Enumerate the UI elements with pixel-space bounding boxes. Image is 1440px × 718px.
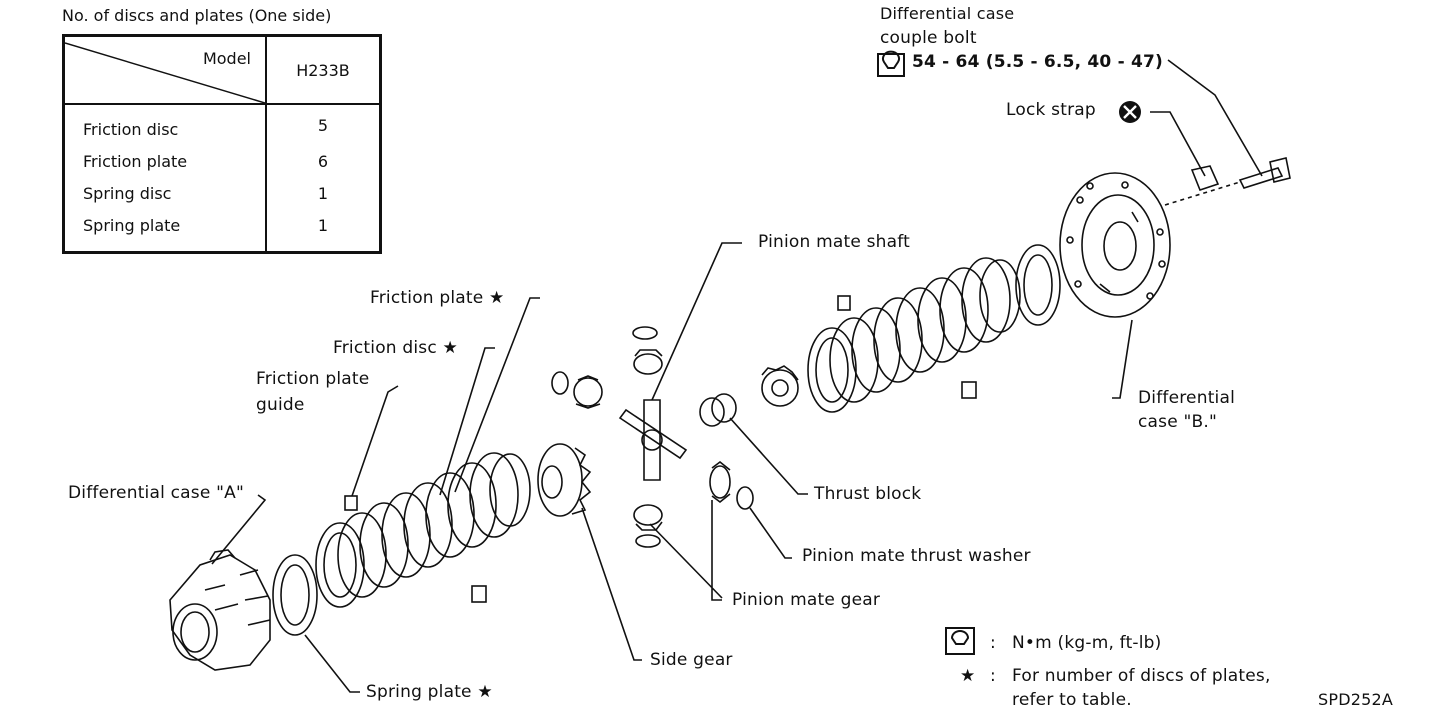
couple-bolt-part <box>1238 157 1291 189</box>
legend-torque-icon <box>945 627 975 655</box>
pinion-washer-part <box>736 486 754 510</box>
pinion-gear-bottom <box>633 504 663 531</box>
pinion-mate-gear-label: Pinion mate gear <box>732 590 881 610</box>
washer-part <box>551 371 569 395</box>
side-gear-label: Side gear <box>650 650 733 670</box>
star-icon: ★ <box>489 288 505 308</box>
pinion-mate-shaft-part <box>618 399 688 481</box>
legend-star-colon: : <box>990 666 996 686</box>
torque-value-label: 54 - 64 (5.5 - 6.5, 40 - 47) <box>912 52 1163 72</box>
spring-plate-label: Spring plate ★ <box>366 682 493 702</box>
couple-bolt-label-line1: Differential case <box>880 4 1015 23</box>
washer-bottom <box>635 534 661 548</box>
differential-case-a <box>169 549 271 671</box>
header-diagonal <box>65 42 265 103</box>
row-name: Friction disc <box>63 104 267 145</box>
row-value: 1 <box>317 215 329 235</box>
guide-part-right <box>837 295 851 311</box>
legend-star-note-line2: refer to table. <box>1012 690 1132 710</box>
row-value: 6 <box>317 151 329 171</box>
right-disc-stack <box>807 257 1021 413</box>
guide-part-right-lower <box>961 381 977 399</box>
legend-torque-colon: : <box>990 633 996 653</box>
friction-plate-guide-part <box>344 495 358 511</box>
pinion-mate-thrust-washer-label: Pinion mate thrust washer <box>802 546 1031 566</box>
star-icon: ★ <box>477 682 493 702</box>
side-gear-right <box>761 365 799 407</box>
differential-case-b <box>1059 172 1171 318</box>
friction-plate-guide-label-line1: Friction plate <box>256 369 370 389</box>
couple-bolt-label-line2: couple bolt <box>880 28 977 48</box>
pinion-gear-top <box>633 349 663 375</box>
friction-plate-guide-label-line2: guide <box>256 395 305 415</box>
table-row: Spring disc 1 <box>63 177 381 209</box>
table-row: Friction plate 6 <box>63 145 381 177</box>
figure-code: SPD252A <box>1318 690 1394 709</box>
lock-strap-label: Lock strap <box>1006 100 1096 120</box>
legend-torque-units: N•m (kg-m, ft-lb) <box>1012 633 1162 653</box>
lock-strap-part <box>1190 165 1220 191</box>
discs-plates-table: Model H233B Friction disc 5 Friction pla… <box>62 34 382 254</box>
friction-disc-label: Friction disc ★ <box>333 338 458 358</box>
side-gear-left <box>537 443 592 517</box>
thrust-block-part <box>699 393 737 427</box>
torque-wrench-icon <box>877 50 905 77</box>
legend-star-note-line1: For number of discs of plates, <box>1012 666 1271 686</box>
table-row: Friction disc 5 <box>63 104 381 145</box>
left-disc-stack <box>315 452 531 608</box>
row-value: 1 <box>317 183 329 203</box>
table-header-model: Model <box>202 49 251 68</box>
table-header-model-cell: Model <box>63 35 267 105</box>
do-not-reuse-icon <box>1119 101 1141 123</box>
legend-star-icon: ★ <box>960 666 976 686</box>
diff-case-a-label: Differential case "A" <box>68 483 244 503</box>
diff-case-b-label-line2: case "B." <box>1138 412 1217 432</box>
pinion-mate-shaft-label: Pinion mate shaft <box>758 232 910 252</box>
washer-top <box>632 326 658 340</box>
row-name: Friction plate <box>63 145 267 177</box>
diff-case-b-label-line1: Differential <box>1138 388 1236 408</box>
table-title: No. of discs and plates (One side) <box>62 6 332 25</box>
thrust-block-label: Thrust block <box>814 484 922 504</box>
guide-part-lower <box>471 585 487 603</box>
spring-plate-part <box>272 554 318 636</box>
pinion-mate-gear-part <box>709 460 731 504</box>
pinion-gear-left <box>573 375 603 409</box>
row-name: Spring disc <box>63 177 267 209</box>
table-row: Spring plate 1 <box>63 209 381 253</box>
spring-plate-right <box>1015 244 1061 326</box>
friction-plate-label: Friction plate ★ <box>370 288 505 308</box>
table-header-value: H233B <box>266 35 381 105</box>
row-name: Spring plate <box>63 209 267 253</box>
star-icon: ★ <box>442 338 458 358</box>
row-value: 5 <box>317 115 329 135</box>
